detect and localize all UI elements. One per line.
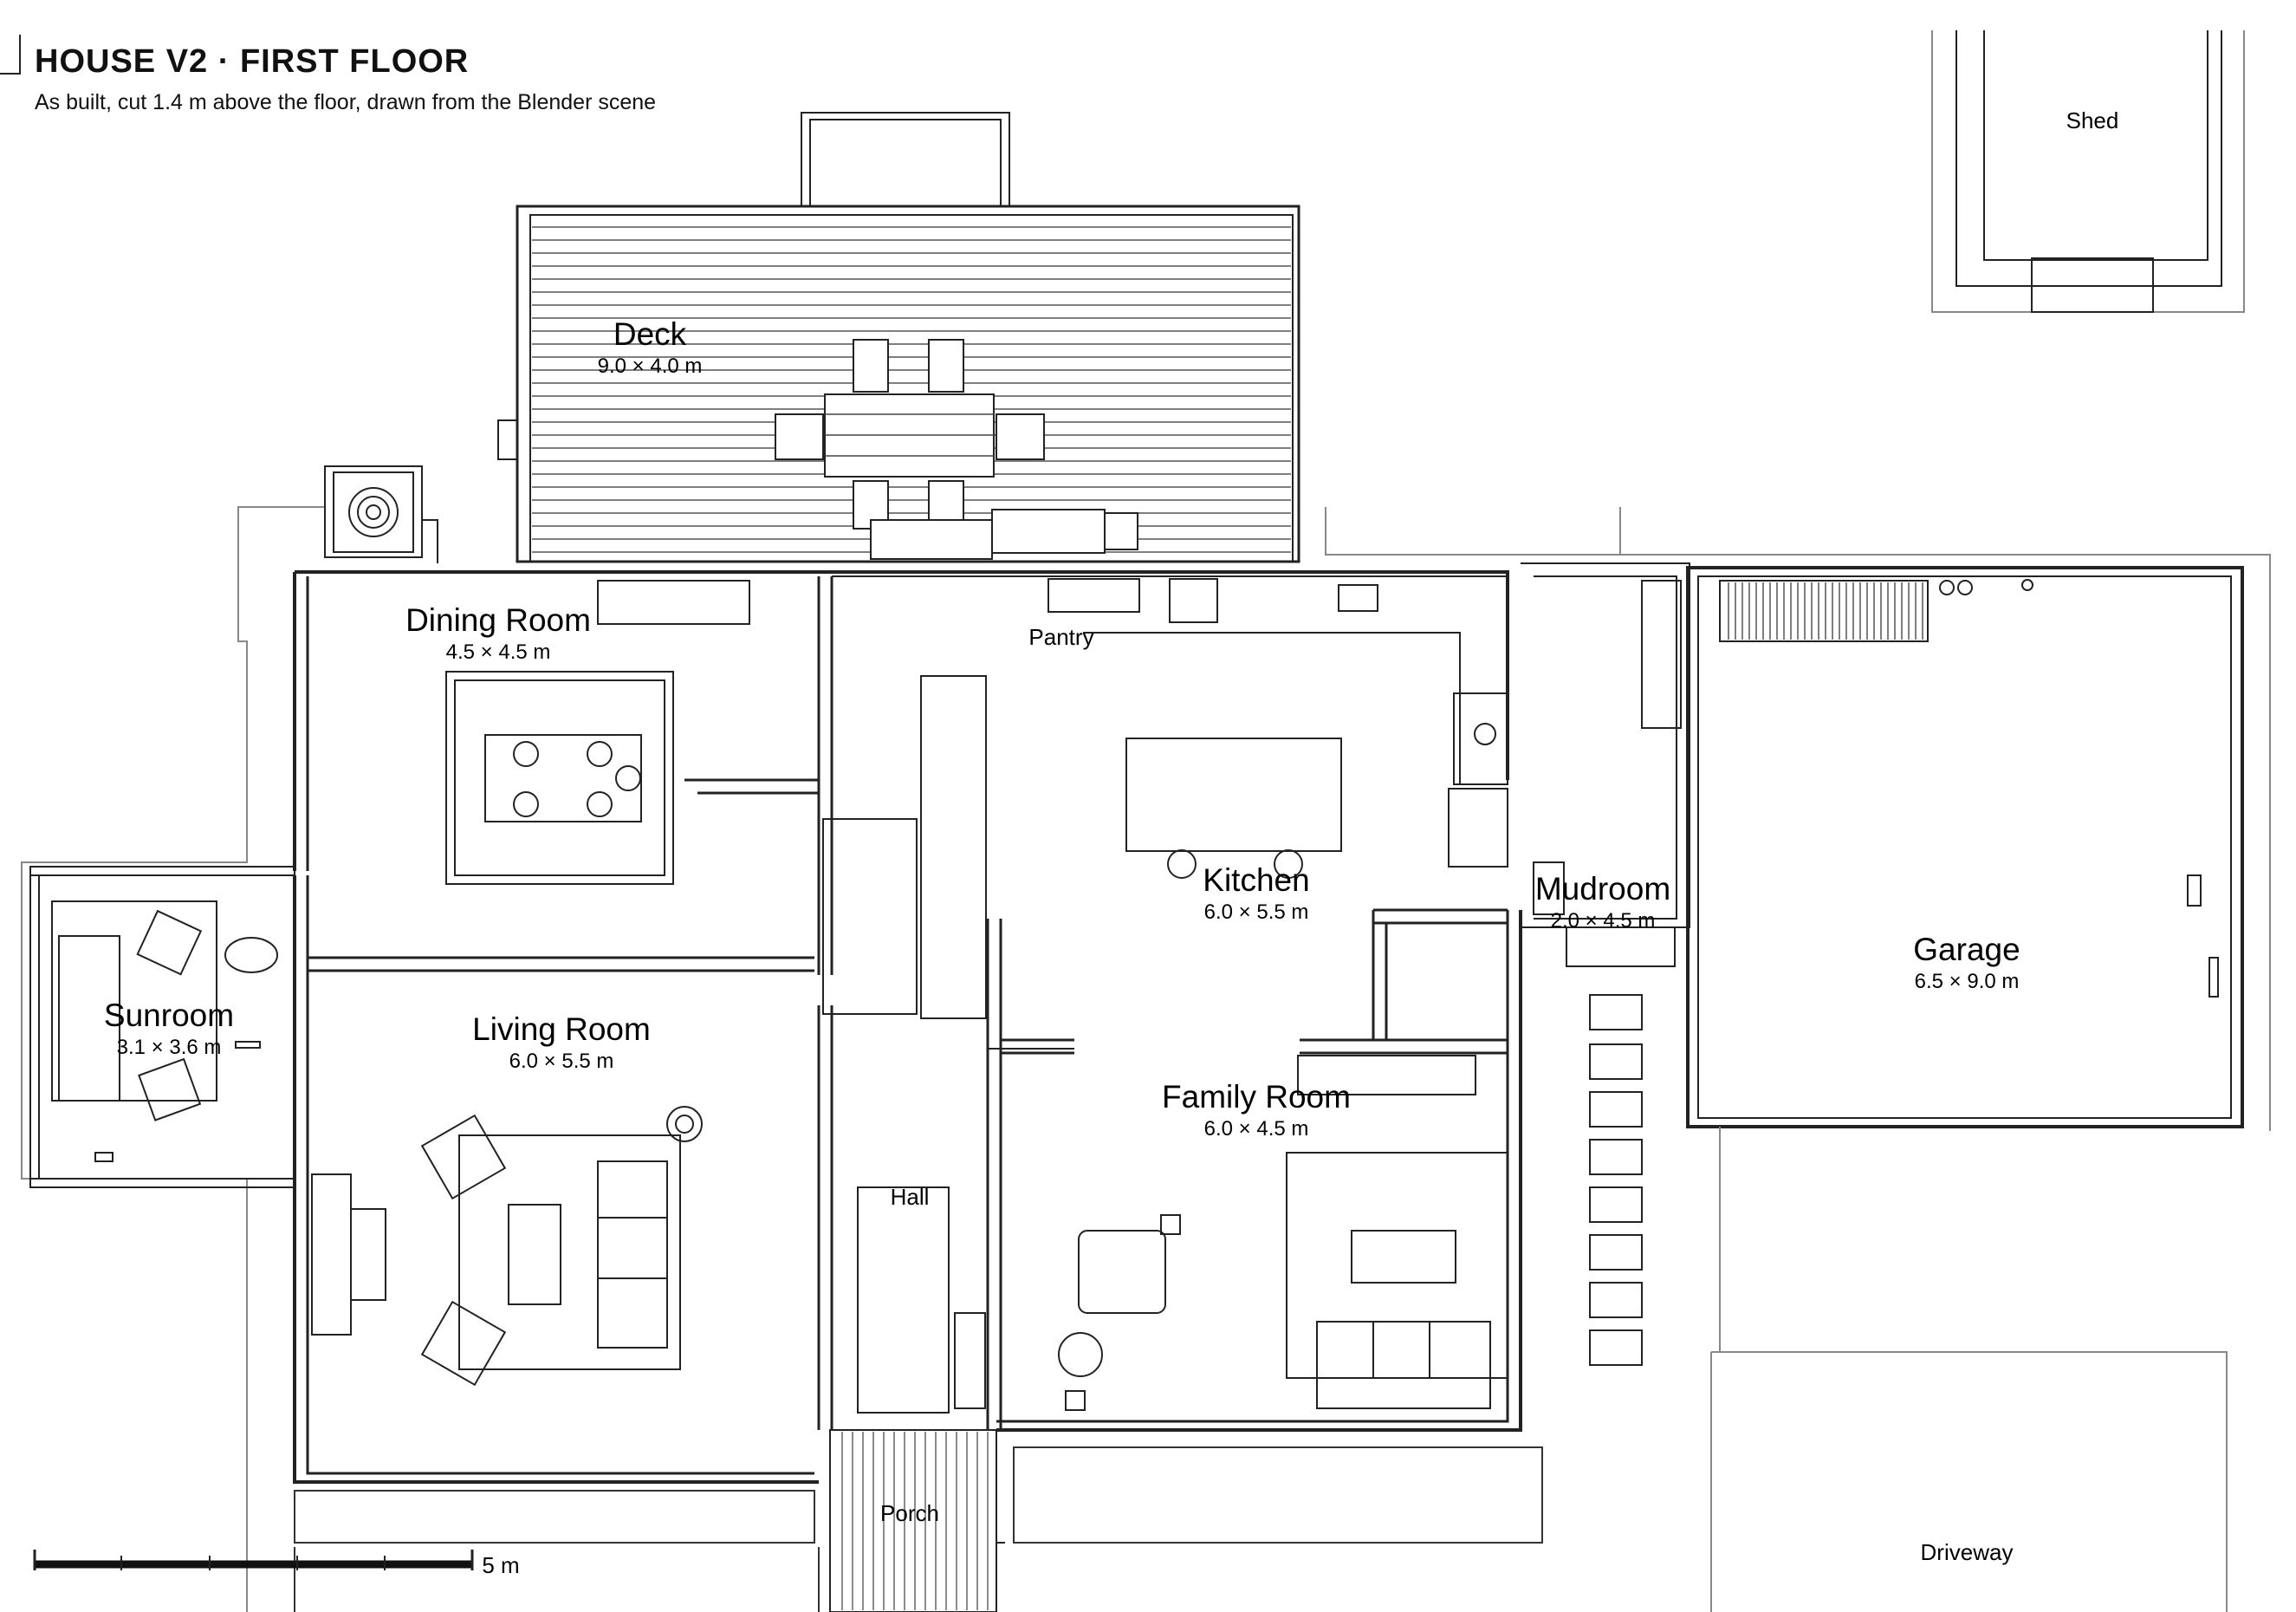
- driveway: [1710, 1127, 2228, 1612]
- deck: [497, 112, 1300, 563]
- dining-room-label: Dining Room: [405, 602, 591, 638]
- scale-bar-label: 5 m: [482, 1552, 519, 1578]
- site-outline: [21, 485, 2271, 1612]
- porch: [829, 1429, 1005, 1612]
- shed-label: Shed: [2066, 107, 2119, 133]
- garage-dims: 6.5 × 9.0 m: [1915, 970, 2020, 993]
- family-room-dims: 6.0 × 4.5 m: [1204, 1117, 1309, 1141]
- garage-label: Garage: [1913, 932, 2020, 967]
- family-room-label: Family Room: [1162, 1079, 1351, 1115]
- deck-dims: 9.0 × 4.0 m: [598, 354, 703, 378]
- dining-table-set: [445, 580, 750, 885]
- sunroom: [29, 866, 295, 1188]
- kitchen-fixtures: [832, 575, 1508, 879]
- room-labels: Deck 9.0 × 4.0 m Dining Room 4.5 × 4.5 m…: [104, 107, 2118, 1578]
- sheet-corner-mark: [0, 35, 21, 75]
- shed: [1931, 30, 2245, 313]
- driveway-label: Driveway: [1921, 1539, 2014, 1565]
- mudroom: [1521, 562, 1690, 967]
- interior-walls: [308, 576, 1508, 1430]
- stepping-stones: [1589, 994, 1643, 1366]
- hall-label: Hall: [891, 1184, 930, 1210]
- ac-unit: [324, 465, 438, 563]
- family-room-furniture: [1058, 1055, 1508, 1411]
- mudroom-label: Mudroom: [1535, 871, 1670, 907]
- plan-subtitle: As built, cut 1.4 m above the floor, dra…: [35, 90, 657, 114]
- planter-beds: [294, 1446, 1543, 1612]
- deck-label: Deck: [613, 316, 687, 352]
- hall-fixtures: [822, 675, 1074, 1414]
- dining-room-dims: 4.5 × 4.5 m: [446, 640, 551, 664]
- sunroom-dims: 3.1 × 3.6 m: [117, 1036, 222, 1059]
- pantry-label: Pantry: [1028, 624, 1093, 650]
- kitchen-label: Kitchen: [1203, 862, 1309, 898]
- living-room-dims: 6.0 × 5.5 m: [509, 1050, 614, 1073]
- garage: [1686, 566, 2244, 1128]
- living-room-furniture: [311, 1106, 703, 1387]
- porch-label: Porch: [880, 1500, 939, 1526]
- scale-bar: [33, 1550, 474, 1570]
- sunroom-label: Sunroom: [104, 998, 234, 1033]
- mudroom-dims: 2.0 × 4.5 m: [1551, 909, 1656, 933]
- living-room-label: Living Room: [472, 1011, 651, 1047]
- plan-title: HOUSE V2 · FIRST FLOOR: [35, 43, 470, 80]
- kitchen-dims: 6.0 × 5.5 m: [1204, 900, 1309, 924]
